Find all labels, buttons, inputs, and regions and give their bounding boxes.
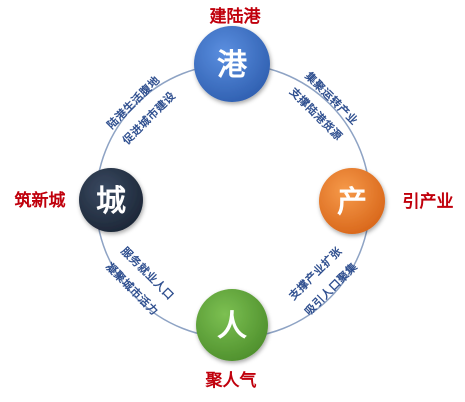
node-industry-char: 产 xyxy=(337,185,367,220)
node-port-circle xyxy=(194,26,270,102)
node-city: 城 xyxy=(79,168,143,232)
edge-city-port: 陆港生活腹地 促进城市建设 xyxy=(104,73,179,148)
label-port: 建陆港 xyxy=(210,6,262,27)
node-people: 人 xyxy=(196,289,268,361)
edge-industry-people-outer: 吸引人口聚集 xyxy=(301,259,360,318)
node-city-circle xyxy=(79,168,143,232)
edge-people-city: 服务就业人口 凝聚城市活力 xyxy=(103,244,177,318)
label-city: 筑新城 xyxy=(15,190,66,211)
node-industry: 产 xyxy=(319,168,385,234)
node-port: 港 xyxy=(194,26,270,102)
edge-city-port-outer: 陆港生活腹地 xyxy=(104,73,163,132)
node-people-char: 人 xyxy=(217,309,247,344)
edge-port-industry-outer: 集聚运转产业 xyxy=(302,68,361,127)
node-port-char: 港 xyxy=(217,48,248,83)
node-people-circle xyxy=(196,289,268,361)
node-industry-circle xyxy=(319,168,385,234)
edge-people-city-inner: 服务就业人口 xyxy=(118,244,177,303)
edge-industry-people: 支撑产业扩张 吸引人口聚集 xyxy=(285,244,360,319)
edge-industry-people-inner: 支撑产业扩张 xyxy=(285,244,345,304)
edge-city-port-inner: 促进城市建设 xyxy=(119,88,179,148)
label-industry: 引产业 xyxy=(403,191,454,212)
label-people: 聚人气 xyxy=(205,370,257,391)
edge-people-city-outer: 凝聚城市活力 xyxy=(103,259,162,318)
node-city-char: 城 xyxy=(96,184,126,219)
